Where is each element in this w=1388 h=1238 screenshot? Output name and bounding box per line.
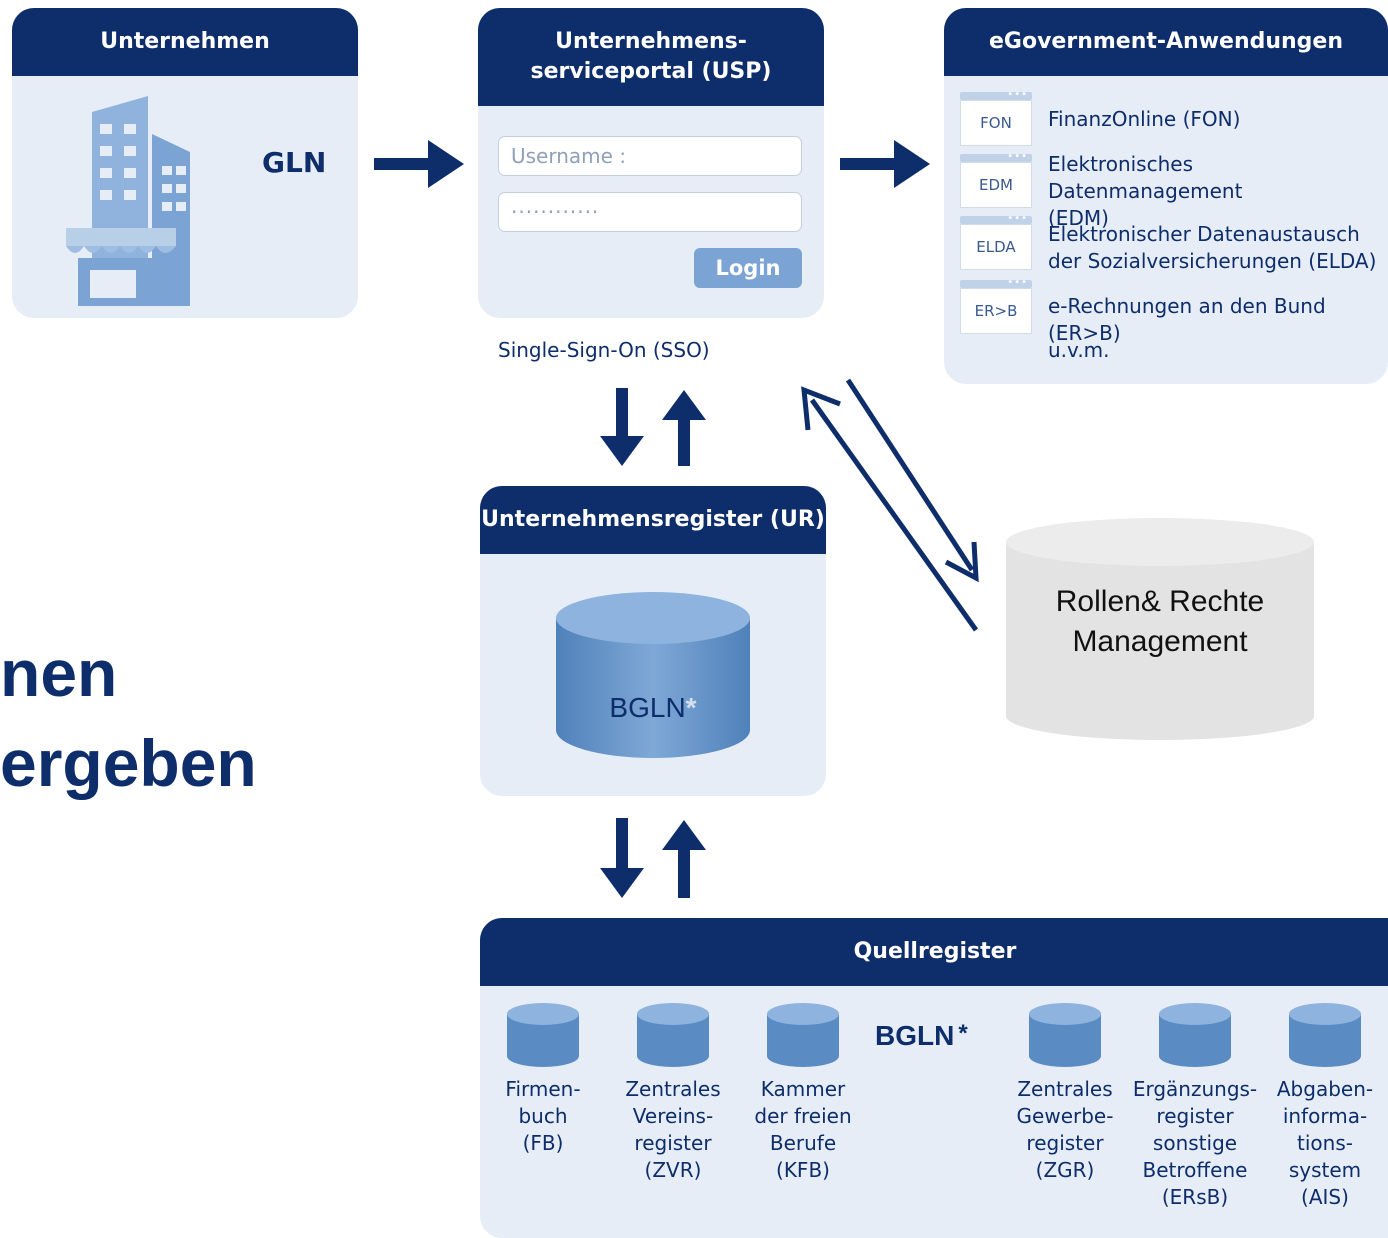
- source-label-ais: Abgaben- informa- tions- system (AIS): [1276, 1077, 1374, 1209]
- ur-db-label: BGLN*: [600, 692, 706, 724]
- password-field[interactable]: ············: [498, 192, 802, 232]
- database-icon-fb: [507, 1003, 579, 1067]
- source-label-zvr: Zentrales Vereins- register (ZVR): [625, 1077, 721, 1182]
- usp-title: Unternehmens- serviceportal (USP): [478, 8, 824, 106]
- database-icon-ersb: [1159, 1003, 1231, 1067]
- source-label-fb: Firmen- buch (FB): [505, 1077, 581, 1155]
- sync-arrows-icon: [600, 818, 706, 898]
- unternehmen-title: Unternehmen: [12, 8, 358, 76]
- usp-title-line1: Unternehmens-: [555, 29, 747, 55]
- sync-arrows-icon: [600, 388, 706, 466]
- usp-title-line2: serviceportal (USP): [530, 59, 772, 84]
- quellregister-title: Quellregister: [480, 918, 1388, 986]
- gln-label: GLN: [262, 146, 327, 179]
- app-icon-erb[interactable]: ••• ER>B: [960, 277, 1032, 334]
- source-label-ersb: Ergänzungs- register sonstige Betroffene…: [1132, 1077, 1258, 1209]
- egov-panel: eGovernment-Anwendungen ••• FON FinanzOn…: [944, 8, 1388, 384]
- bgln-star: *: [685, 692, 697, 723]
- building-icon: [66, 96, 190, 306]
- app-label-elda[interactable]: Elektronischer Datenaustausch der Sozial…: [1048, 222, 1377, 273]
- app-label-erb[interactable]: e-Rechnungen an den Bund (ER>B): [1048, 294, 1326, 345]
- database-icon-zgr: [1029, 1003, 1101, 1067]
- quell-bgln-label: BGLN*: [875, 1020, 968, 1051]
- ur-panel: Unternehmensregister (UR) BGLN*: [480, 486, 826, 796]
- sso-label: Single-Sign-On (SSO): [498, 338, 710, 362]
- rollen-db-shape: [1006, 518, 1314, 740]
- app-icon-edm[interactable]: ••• EDM: [960, 151, 1032, 208]
- username-field[interactable]: Username :: [498, 136, 802, 176]
- big-text-line2: ergeben: [0, 726, 257, 800]
- ur-title: Unternehmensregister (UR): [480, 486, 826, 554]
- app-label-fon[interactable]: FinanzOnline (FON): [1048, 107, 1241, 131]
- arrow-right-icon: [840, 140, 930, 188]
- egov-title: eGovernment-Anwendungen: [944, 8, 1388, 76]
- source-label-kfb: Kammer der freien Berufe (KFB): [754, 1077, 852, 1182]
- database-icon-zvr: [637, 1003, 709, 1067]
- database-icon-kfb: [767, 1003, 839, 1067]
- database-icon: [556, 592, 750, 758]
- login-button[interactable]: Login: [694, 248, 802, 288]
- bgln-text: BGLN: [609, 692, 686, 723]
- app-label-edm[interactable]: Elektronisches Datenmanagement (EDM): [1048, 152, 1243, 230]
- diagonal-arrows-icon: [801, 378, 979, 632]
- quellregister-panel: Quellregister BGLN* Firmen- buch (FB) Ze…: [480, 918, 1388, 1238]
- big-text-line1: nen: [0, 636, 118, 710]
- unternehmen-panel: Unternehmen GLN: [12, 8, 358, 318]
- usp-panel: Unternehmens- serviceportal (USP) Userna…: [478, 8, 824, 318]
- app-icon-elda[interactable]: ••• ELDA: [960, 213, 1032, 270]
- more-label: u.v.m.: [1048, 338, 1110, 362]
- app-icon-fon[interactable]: ••• FON: [960, 89, 1032, 146]
- arrow-right-icon: [374, 140, 464, 188]
- rollen-label: Rollen& Rechte Management: [1055, 585, 1265, 658]
- source-label-zgr: Zentrales Gewerbe- register (ZGR): [1016, 1077, 1114, 1182]
- database-icon-ais: [1289, 1003, 1361, 1067]
